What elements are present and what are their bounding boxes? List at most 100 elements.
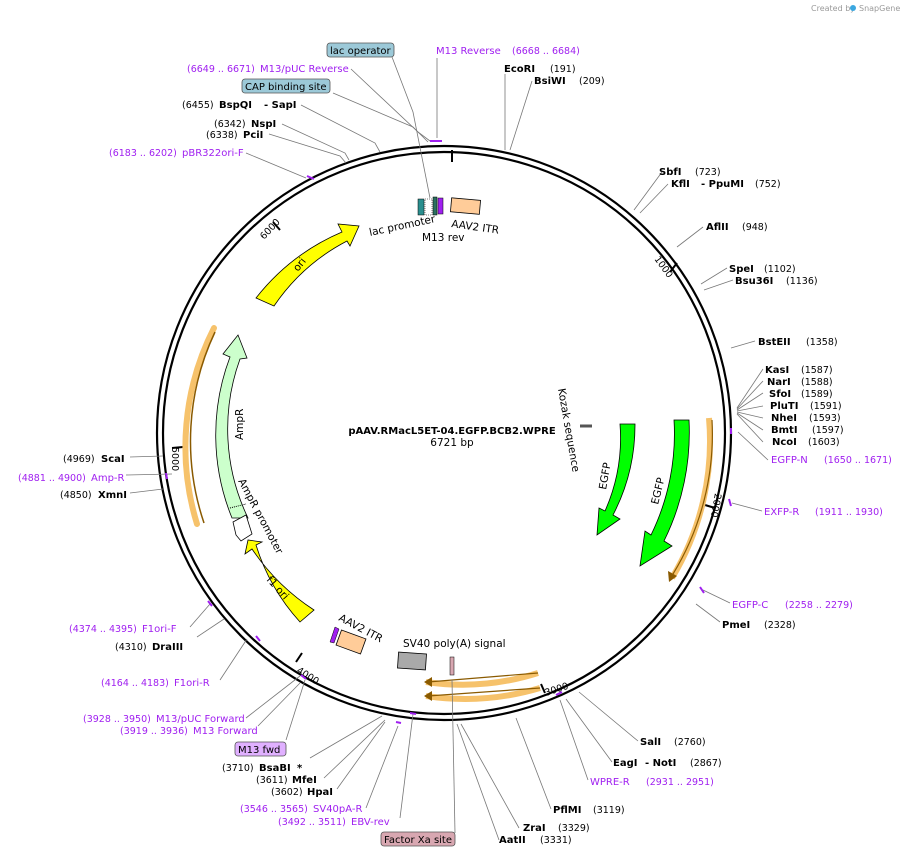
ampr-promoter-arrow[interactable] — [232, 514, 253, 542]
ampr-arrow[interactable] — [215, 334, 249, 519]
site-pmei-pos: (2328) — [764, 620, 796, 631]
site-pmei: PmeI — [722, 620, 750, 631]
egfp-outer-arrow[interactable] — [639, 419, 690, 567]
plasmid-name: pAAV.RMacL5ET-04.EGFP.BCB2.WPRE — [348, 426, 555, 437]
site-bsabi-star: * — [297, 763, 303, 774]
primer-sv40pa-r-pos: (3546 .. 3565) — [240, 804, 308, 815]
primer-egfp-n-name: EGFP-N — [771, 455, 808, 466]
site-sali: SalI — [640, 737, 661, 748]
primer-m13-forward-name: M13 Forward — [193, 726, 258, 737]
site-nhei-pos: (1593) — [809, 413, 841, 424]
site-xmni-pos: (4850) — [60, 490, 92, 501]
ampr-label: AmpR — [234, 409, 246, 440]
primer-egfp-n-pos: (1650 .. 1671) — [824, 455, 892, 466]
ori-arrow[interactable] — [255, 223, 360, 307]
aav2-itr-bottom-marker — [329, 626, 340, 644]
sv40-polya-box[interactable] — [397, 651, 427, 671]
aav2-itr-top-box[interactable] — [450, 197, 481, 215]
site-nari: NarI — [767, 377, 791, 388]
site-bspqi-pos: (6455) — [182, 100, 214, 111]
site-kfli-pos: (752) — [755, 179, 781, 190]
primer-wpre-r-name: WPRE-R — [590, 777, 630, 788]
egfp-inner-arrow[interactable] — [596, 423, 636, 536]
ampr-orf-arrow-line — [189, 331, 216, 524]
primer-sv40pa-r-name: SV40pA-R — [313, 804, 362, 815]
site-pluti-pos: (1591) — [810, 401, 842, 412]
f1-ori-arrow[interactable] — [244, 539, 315, 623]
primer-m13-puc-reverse-name: M13/pUC Reverse — [260, 64, 349, 75]
site-bsteii-pos: (1358) — [806, 337, 838, 348]
m13-fwd-box-bg — [234, 741, 287, 757]
site-aflii-pos: (948) — [742, 222, 768, 233]
site-bmti-pos: (1597) — [812, 425, 844, 436]
site-draiii-pos: (4310) — [115, 642, 147, 653]
lac-operator-marker — [417, 198, 425, 216]
site-sali-pos: (2760) — [674, 737, 706, 748]
site-xmni: XmnI — [98, 490, 127, 501]
site-sapi: - SapI — [264, 100, 296, 111]
egfp-orf-arrowhead — [668, 571, 677, 582]
primer-m13-reverse-name: M13 Reverse — [436, 46, 501, 57]
sv40-polya-label: SV40 poly(A) signal — [403, 638, 506, 650]
site-aatii-pos: (3331) — [540, 835, 572, 846]
site-ppumi: - PpuMI — [701, 179, 744, 190]
m13-rev-label: M13 rev — [422, 232, 465, 244]
site-hpai-pos: (3602) — [271, 787, 303, 798]
aav2-itr-bottom-box[interactable] — [335, 629, 367, 655]
site-bsiwi: BsiWI — [534, 76, 566, 87]
site-mfei-pos: (3611) — [256, 775, 288, 786]
primer-marks — [165, 140, 732, 724]
primer-amp-r-name: Amp-R — [91, 473, 125, 484]
site-eagi: EagI — [613, 758, 637, 769]
factor-xa-box-bg — [380, 831, 456, 847]
site-pcii-pos: (6338) — [206, 130, 238, 141]
tick-label-5000: 5000 — [169, 447, 180, 471]
site-nari-pos: (1588) — [801, 377, 833, 388]
credit-brand: SnapGene — [859, 4, 900, 13]
site-spei: SpeI — [729, 264, 754, 275]
primer-m13-puc-forward-name: M13/pUC Forward — [156, 714, 245, 725]
site-hpai: HpaI — [307, 787, 333, 798]
lac-operator-box-bg — [326, 42, 395, 58]
egfp-orf-arc — [669, 417, 714, 580]
site-draiii: DraIII — [152, 642, 183, 653]
primer-f1ori-f-pos: (4374 .. 4395) — [69, 624, 137, 635]
factor-xa-marker — [449, 656, 455, 676]
bottom-orf-arc-outer — [425, 670, 539, 688]
site-ncoi: NcoI — [772, 437, 797, 448]
site-mfei: MfeI — [292, 775, 317, 786]
site-bsabi: BsaBI — [259, 763, 291, 774]
site-nhei: NheI — [771, 413, 797, 424]
m13-rev-marker — [437, 197, 444, 215]
lac-promoter-box[interactable] — [424, 198, 433, 216]
site-zrai: ZraI — [523, 823, 546, 834]
bottom-orf-arrowhead-1 — [424, 677, 432, 687]
site-pcii: PciI — [243, 130, 263, 141]
primer-egfp-c-name: EGFP-C — [732, 600, 768, 611]
bottom-orf-arrowhead-2 — [424, 691, 432, 701]
primer-m13-reverse-pos: (6668 .. 6684) — [512, 46, 580, 57]
egfp-inner-label: EGFP — [597, 462, 614, 491]
site-pluti: PluTI — [770, 401, 798, 412]
site-sfoi: SfoI — [769, 389, 791, 400]
primer-f1ori-r-pos: (4164 .. 4183) — [101, 678, 169, 689]
site-bsu36i: Bsu36I — [735, 276, 773, 287]
site-ncoi-pos: (1603) — [808, 437, 840, 448]
site-sbfi: SbfI — [659, 167, 681, 178]
site-pflmi-pos: (3119) — [593, 805, 625, 816]
site-bsiwi-pos: (209) — [579, 76, 605, 87]
bottom-orf-arc-inner — [425, 685, 541, 702]
tick-label-4000: 4000 — [294, 665, 320, 687]
site-aatii: AatII — [499, 835, 526, 846]
ampr-orf-arc — [182, 325, 217, 527]
site-bsteii: BstEII — [758, 337, 791, 348]
site-nspi: NspI — [251, 119, 276, 130]
site-scai: ScaI — [101, 454, 125, 465]
primer-f1ori-f-name: F1ori-F — [142, 624, 177, 635]
site-bmti: BmtI — [771, 425, 798, 436]
site-pflmi: PflMI — [553, 805, 581, 816]
site-ecori: EcoRI — [504, 64, 535, 75]
tick-label-2000: 2000 — [708, 492, 723, 518]
primer-egfp-c-pos: (2258 .. 2279) — [785, 600, 853, 611]
